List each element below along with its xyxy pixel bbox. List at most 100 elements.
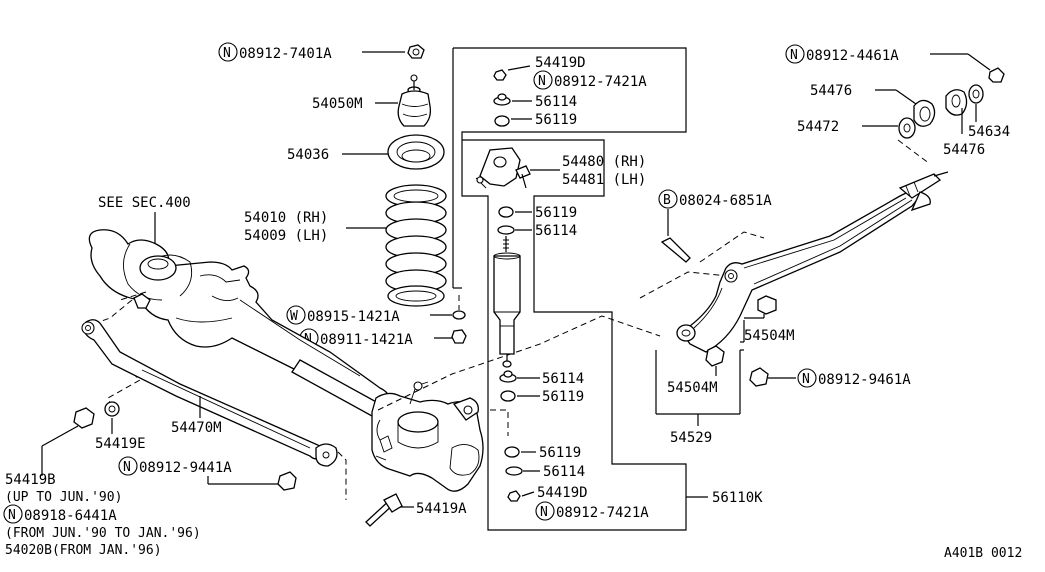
label-see-sec-400: SEE SEC.400 bbox=[98, 195, 191, 211]
nut-marker: N bbox=[540, 505, 548, 520]
bushing-icon bbox=[73, 407, 95, 429]
callout-box-08912-7421a: N 08912-7421A bbox=[533, 70, 647, 90]
label-56110k: 56110K bbox=[712, 490, 763, 506]
bushing-nut-icon bbox=[757, 295, 777, 315]
label-54050m: 54050M bbox=[312, 96, 363, 112]
label-08918-6441a: 08918-6441A bbox=[24, 508, 117, 524]
label-08912-4461a: 08912-4461A bbox=[806, 48, 899, 64]
bolt-icon bbox=[660, 237, 691, 263]
bolt-head-icon bbox=[133, 293, 151, 309]
callout-54419a: 54419A bbox=[365, 493, 467, 527]
label-08912-7401a: 08912-7401A bbox=[239, 46, 332, 62]
label-54419a: 54419A bbox=[416, 501, 467, 517]
nut-marker: N bbox=[123, 460, 131, 475]
washer-icon bbox=[968, 84, 984, 104]
shock-bushing-icon bbox=[494, 115, 510, 127]
nut-top-icon bbox=[407, 44, 425, 59]
label-low-56119-b: 56119 bbox=[539, 445, 581, 461]
callout-54476-a: 54476 bbox=[810, 83, 936, 127]
shock-washer-icon bbox=[505, 466, 523, 476]
callout-low-56119-a: 56119 bbox=[500, 389, 584, 405]
label-54020b: 54020B(FROM JAN.'96) bbox=[5, 543, 162, 558]
callout-08912-9461a: N 08912-9461A bbox=[749, 367, 911, 388]
callout-54419b: 54419B (UP TO JUN.'90) bbox=[5, 407, 122, 505]
bushing-icon bbox=[913, 99, 936, 127]
callout-54472: 54472 bbox=[797, 117, 916, 139]
washer-symbol-icon bbox=[286, 305, 306, 325]
callout-54470m: 54470M bbox=[171, 396, 222, 436]
label-54010: 54010 (RH) bbox=[244, 210, 328, 226]
label-54419e: 54419E bbox=[95, 436, 146, 452]
callout-low-54419d: 54419D bbox=[507, 485, 588, 502]
coil-spring-icon bbox=[385, 184, 447, 307]
label-up-to-jun-90: (UP TO JUN.'90) bbox=[5, 490, 122, 505]
label-54504m-a: 54504M bbox=[744, 328, 795, 344]
bushing-icon bbox=[945, 89, 968, 116]
callout-54480-54481: 54480 (RH) 54481 (LH) bbox=[475, 147, 646, 189]
callout-54419e: 54419E bbox=[95, 401, 146, 452]
washer-marker: W bbox=[290, 309, 298, 324]
callout-54634: 54634 bbox=[968, 84, 1010, 140]
shock-bushing-icon bbox=[498, 206, 514, 218]
nut-marker: N bbox=[802, 372, 810, 387]
label-08915-1421a: 08915-1421A bbox=[307, 309, 400, 325]
label-54504m-b: 54504M bbox=[667, 380, 718, 396]
nut-symbol-icon bbox=[118, 456, 138, 476]
shock-bushing-icon bbox=[504, 446, 520, 458]
washer-icon bbox=[452, 310, 466, 320]
callout-08024-6851a: B 08024-6851A bbox=[658, 189, 772, 263]
label-box-56114-b: 56114 bbox=[535, 223, 577, 239]
label-box-56119-b: 56119 bbox=[535, 205, 577, 221]
label-08911-1421a: 08911-1421A bbox=[320, 332, 413, 348]
nut-icon bbox=[493, 69, 507, 81]
label-54480: 54480 (RH) bbox=[562, 154, 646, 170]
nut-icon bbox=[507, 490, 521, 502]
label-low-56119-a: 56119 bbox=[542, 389, 584, 405]
nut-marker: N bbox=[8, 508, 16, 523]
callout-08918-6441a: N 08918-6441A (FROM JUN.'90 TO JAN.'96) … bbox=[3, 504, 201, 558]
callout-08912-4461a: N 08912-4461A bbox=[785, 44, 1005, 83]
bump-stopper-icon bbox=[397, 74, 432, 127]
callout-coil-spring: 54010 (RH) 54009 (LH) bbox=[244, 210, 386, 244]
nut-icon bbox=[277, 471, 297, 491]
shock-washer-icon bbox=[497, 225, 515, 235]
shock-bushing-icon bbox=[500, 390, 516, 402]
callout-54504m-a: 54504M bbox=[740, 295, 795, 344]
label-54476-b: 54476 bbox=[943, 142, 985, 158]
label-low-54419d: 54419D bbox=[537, 485, 588, 501]
callout-54529: 54529 bbox=[655, 349, 744, 446]
callout-08912-9441a: N 08912-9441A bbox=[118, 456, 297, 491]
label-54419b: 54419B bbox=[5, 472, 56, 488]
label-54036: 54036 bbox=[287, 147, 329, 163]
callout-box-56114-b: 56114 bbox=[497, 223, 577, 239]
axle-housing-icon bbox=[88, 229, 484, 492]
callout-08911-1421a: N 08911-1421A bbox=[299, 328, 467, 348]
shock-absorber-frame bbox=[452, 47, 708, 531]
nut-icon bbox=[988, 67, 1005, 83]
bushing-nut-icon bbox=[705, 345, 725, 367]
callout-54050m: 54050M bbox=[312, 96, 398, 112]
label-54529: 54529 bbox=[670, 430, 712, 446]
label-low-08912-7421a: 08912-7421A bbox=[556, 505, 649, 521]
label-54476-a: 54476 bbox=[810, 83, 852, 99]
callout-low-56119-b: 56119 bbox=[504, 445, 581, 461]
nut-symbol-icon bbox=[218, 42, 238, 62]
callout-54036: 54036 bbox=[287, 147, 388, 163]
label-54634: 54634 bbox=[968, 124, 1010, 140]
bolt-marker: B bbox=[663, 193, 671, 208]
label-54481: 54481 (LH) bbox=[562, 172, 646, 188]
callout-54476-b: 54476 bbox=[943, 89, 985, 158]
callout-08912-7401a: N 08912-7401A bbox=[218, 42, 405, 62]
nut-symbol-icon bbox=[797, 368, 817, 388]
callout-56110k: 56110K bbox=[712, 490, 763, 506]
callout-low-56114-a: 56114 bbox=[499, 370, 584, 387]
label-box-08912-7421a: 08912-7421A bbox=[554, 74, 647, 90]
nut-marker: N bbox=[790, 48, 798, 63]
spring-seat-icon bbox=[387, 134, 445, 170]
label-low-56114-a: 56114 bbox=[542, 371, 584, 387]
label-54472: 54472 bbox=[797, 119, 839, 135]
callout-box-54419d: 54419D bbox=[493, 55, 586, 81]
label-box-54419d: 54419D bbox=[535, 55, 586, 71]
label-08912-9461a: 08912-9461A bbox=[818, 372, 911, 388]
washer-icon bbox=[898, 117, 916, 139]
